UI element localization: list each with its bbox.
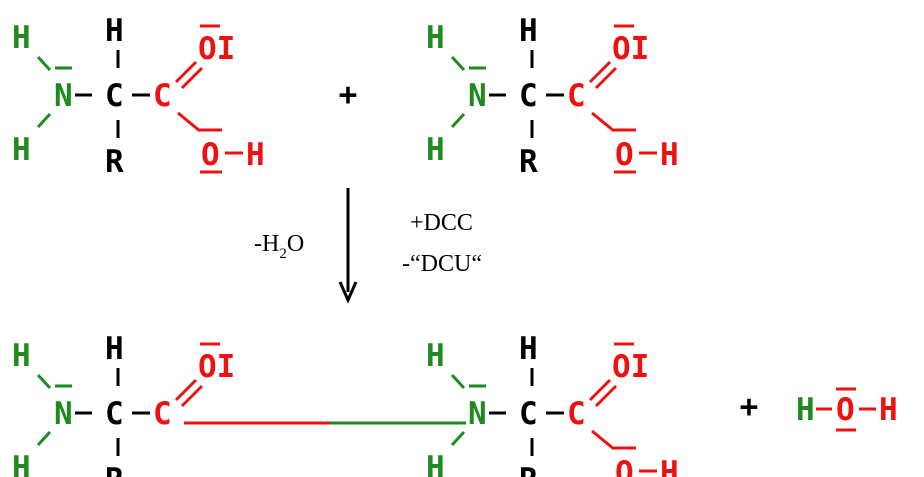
amine-h-top: H xyxy=(12,20,31,56)
carbonyl-oxygen: OI xyxy=(198,349,235,385)
nitrogen-atom: N xyxy=(54,396,73,432)
hydroxyl-hydrogen: H xyxy=(246,137,265,173)
amine-h-top: H xyxy=(12,338,31,374)
alpha-carbon: C xyxy=(519,78,538,114)
water-oxygen: O xyxy=(836,392,855,428)
carboxyl-carbon: C xyxy=(567,78,586,114)
water-molecule: H O H xyxy=(796,387,898,432)
alpha-hydrogen: H xyxy=(105,331,124,367)
side-chain-r: R xyxy=(519,144,538,180)
alpha-carbon: C xyxy=(105,396,124,432)
amine-h-bottom: H xyxy=(12,132,31,168)
amine-h-bottom: H xyxy=(426,450,445,477)
nitrogen-atom: N xyxy=(468,396,487,432)
nitrogen-atom: N xyxy=(54,78,73,114)
carboxyl-carbon: C xyxy=(153,78,172,114)
alpha-carbon: C xyxy=(519,396,538,432)
hydroxyl-oxygen: O xyxy=(615,137,634,173)
amine-h-bottom: H xyxy=(12,450,31,477)
hydroxyl-oxygen: O xyxy=(615,455,634,477)
carbonyl-oxygen: OI xyxy=(198,31,235,67)
amine-h-top: H xyxy=(426,338,445,374)
nitrogen-atom: N xyxy=(468,78,487,114)
reaction-arrow xyxy=(338,188,358,304)
carboxyl-carbon: C xyxy=(567,396,586,432)
reactant-plus-sign: + xyxy=(339,77,358,113)
amine-h-top: H xyxy=(426,20,445,56)
water-h-left: H xyxy=(796,392,815,428)
hydroxyl-hydrogen: H xyxy=(660,137,679,173)
alpha-carbon: C xyxy=(105,78,124,114)
hydroxyl-hydrogen: H xyxy=(660,455,679,477)
alpha-hydrogen: H xyxy=(105,13,124,49)
product-plus-sign: + xyxy=(740,389,759,425)
carbonyl-oxygen: OI xyxy=(612,349,649,385)
alpha-hydrogen: H xyxy=(519,331,538,367)
side-chain-r: R xyxy=(519,462,538,477)
amine-h-bottom: H xyxy=(426,132,445,168)
reagent-label: +DCC xyxy=(410,210,473,236)
molecules-layer: HHNHCRCOIOHHHNHCRCOIOHHHNHCRCOIHHNHCRCOI… xyxy=(12,13,679,477)
side-chain-r: R xyxy=(105,144,124,180)
carboxyl-carbon: C xyxy=(153,396,172,432)
side-chain-r: R xyxy=(105,462,124,477)
hydroxyl-oxygen: O xyxy=(201,137,220,173)
byproduct-label: -“DCU“ xyxy=(402,251,482,277)
water-loss-label: -H2O xyxy=(254,231,304,262)
alpha-hydrogen: H xyxy=(519,13,538,49)
water-h-right: H xyxy=(879,392,898,428)
carbonyl-oxygen: OI xyxy=(612,31,649,67)
